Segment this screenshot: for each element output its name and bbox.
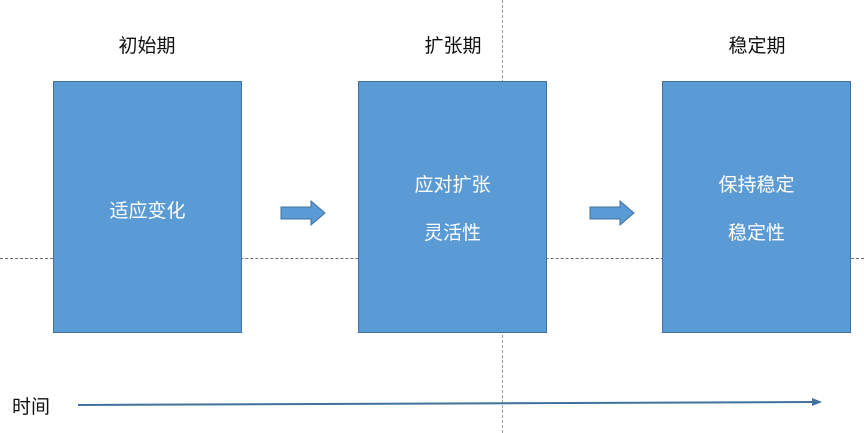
- timeline-label: 时间: [12, 396, 51, 418]
- right-arrow-icon: [280, 200, 326, 226]
- right-arrow-icon: [589, 200, 635, 226]
- stage-title-stable: 稳定期: [728, 35, 786, 57]
- stage-title-initial: 初始期: [118, 35, 176, 57]
- stage-box-expansion: 应对扩张 灵活性: [358, 81, 547, 333]
- stage-stable-line-2: 稳定性: [727, 222, 785, 244]
- stage-expansion-line-1: 应对扩张: [414, 174, 491, 196]
- stage-expansion-line-2: 灵活性: [423, 222, 481, 244]
- stage-initial-line-1: 适应变化: [109, 200, 186, 222]
- stage-title-expansion: 扩张期: [424, 35, 482, 57]
- stage-box-stable: 保持稳定 稳定性: [662, 81, 851, 333]
- stage-stable-line-1: 保持稳定: [718, 174, 795, 196]
- timeline-arrow: [78, 398, 822, 406]
- stage-box-initial: 适应变化: [53, 81, 242, 333]
